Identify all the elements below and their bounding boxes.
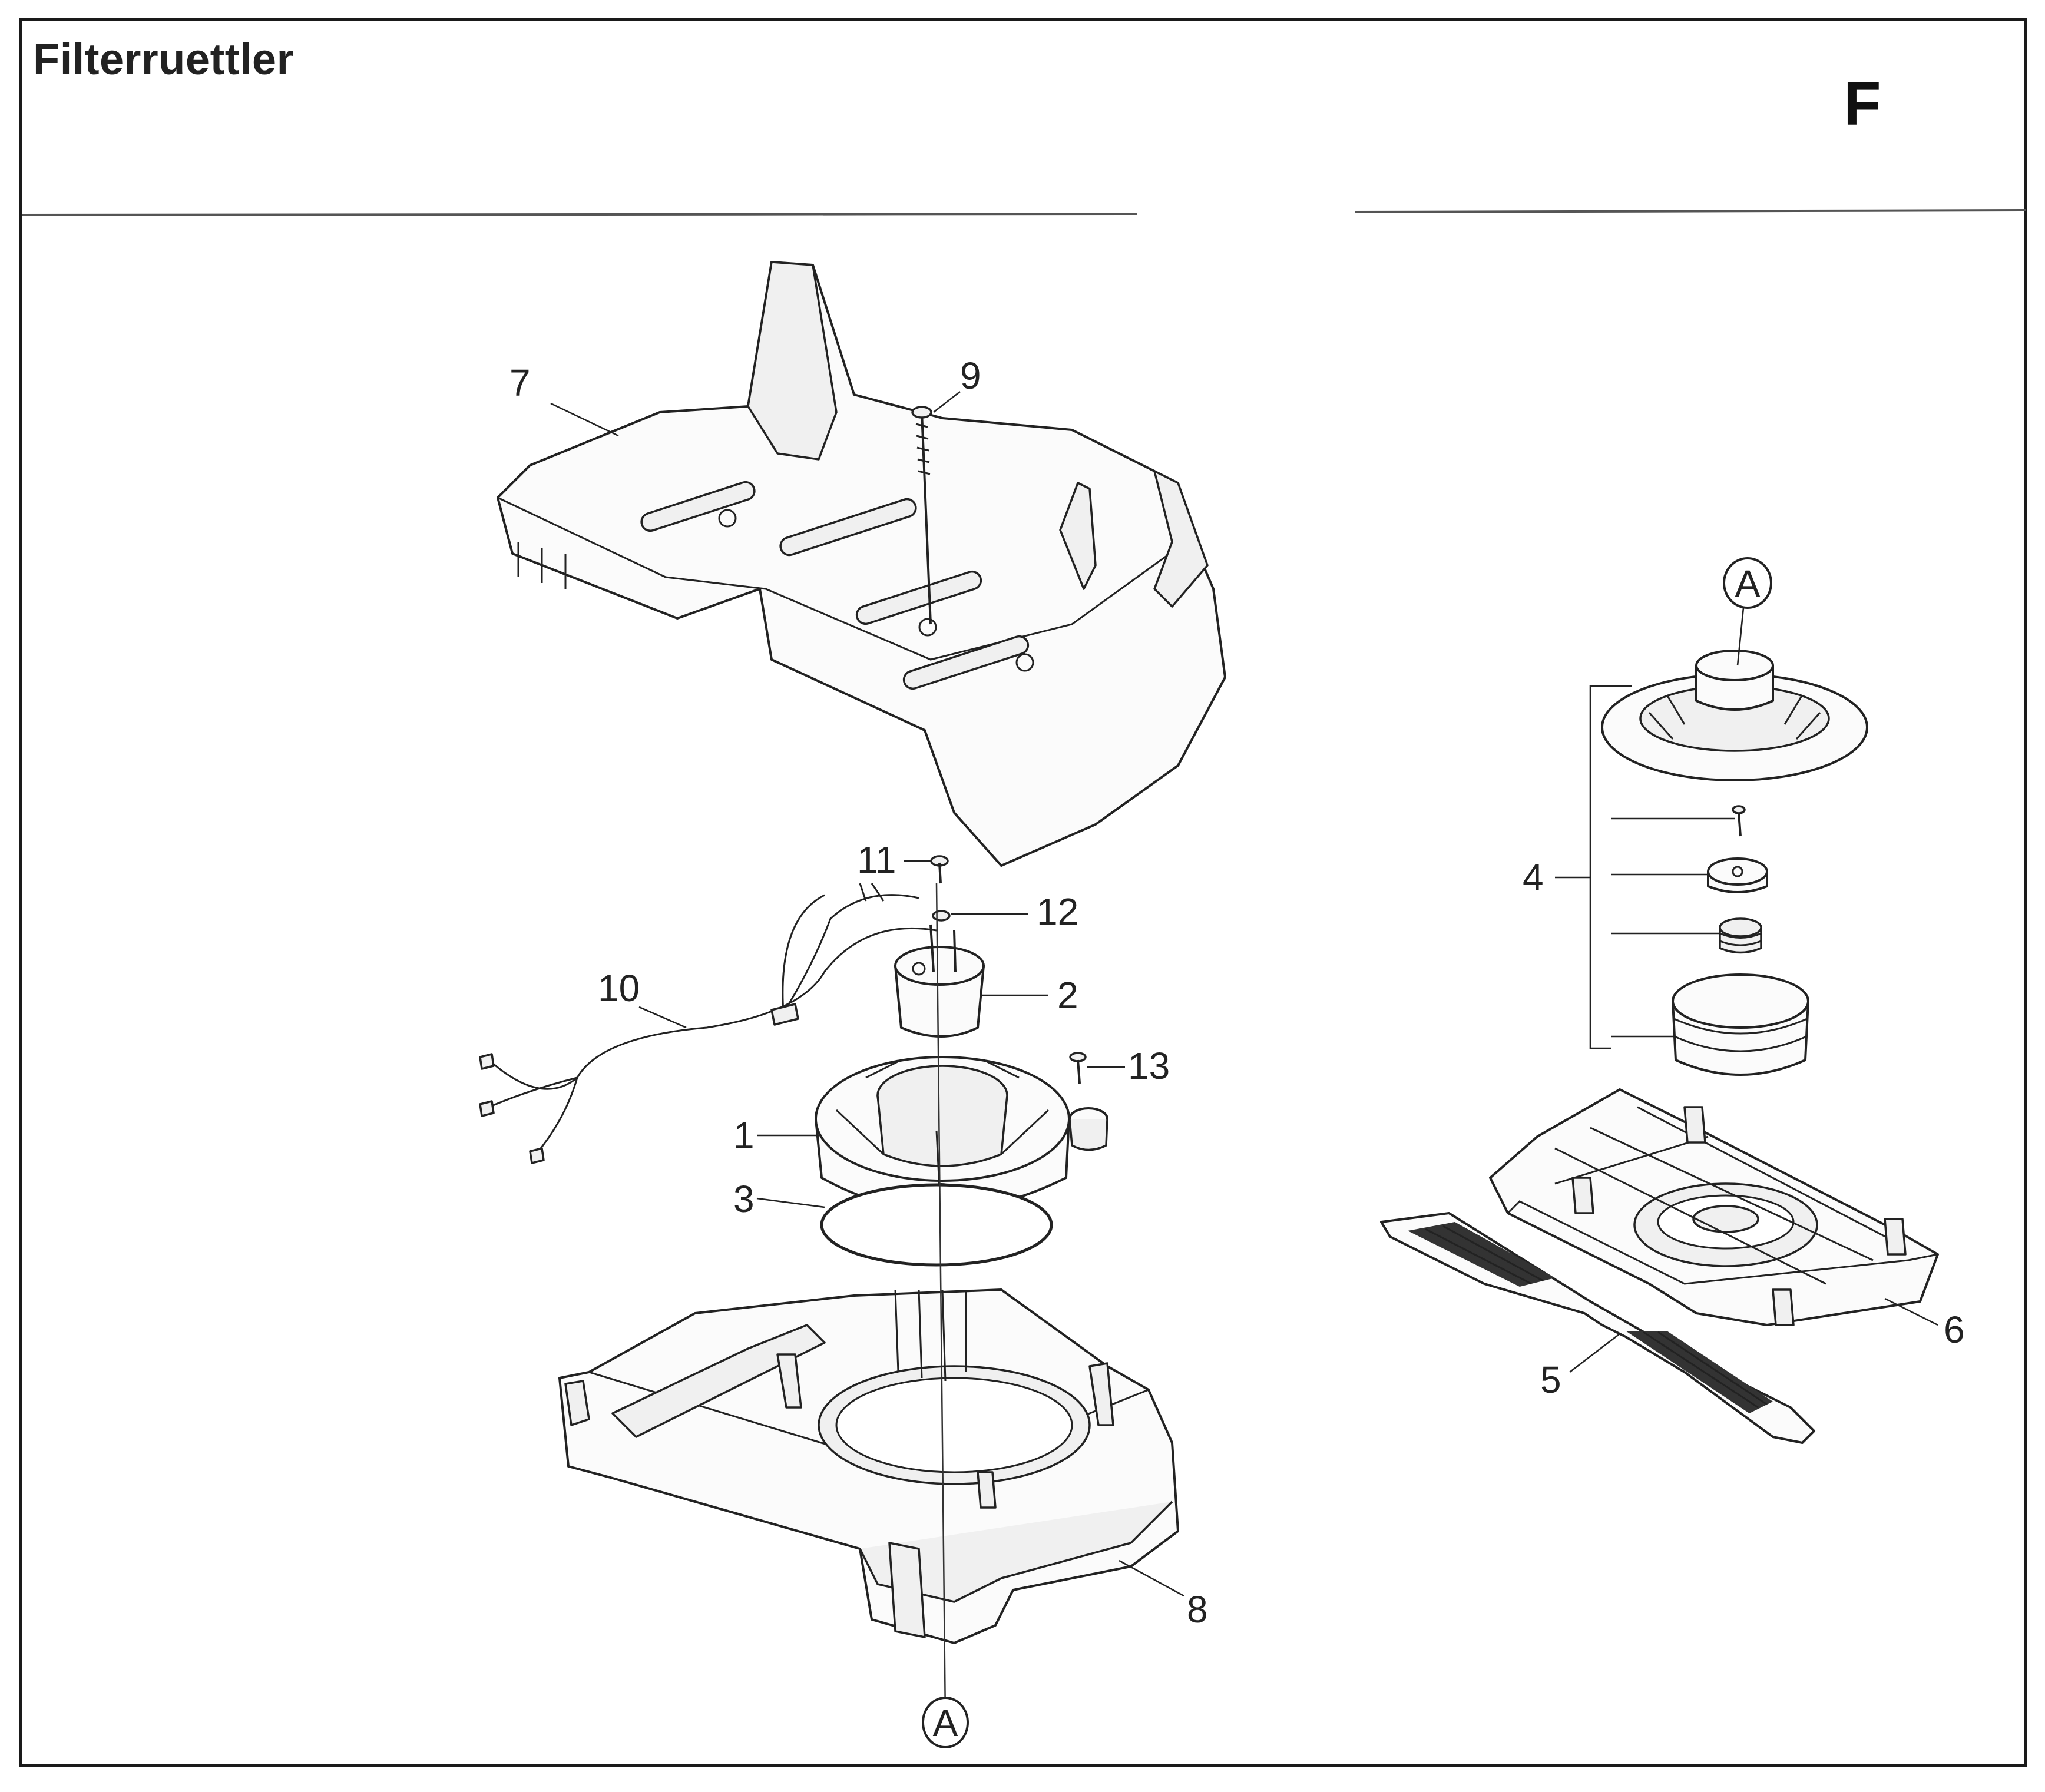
- callout-6: 6: [1884, 1297, 1965, 1351]
- callout-12: 12: [951, 890, 1078, 933]
- gasket-part-3: [820, 1183, 1053, 1267]
- svg-text:A: A: [933, 1702, 958, 1744]
- callout-7: 7: [509, 362, 619, 437]
- top-cover-part-7: [497, 261, 1226, 867]
- svg-text:7: 7: [509, 362, 531, 404]
- cable-harness-part-10: [479, 883, 937, 1164]
- filter-tray-part-6: [1489, 1088, 1939, 1326]
- svg-text:4: 4: [1523, 856, 1544, 899]
- callout-5: 5: [1540, 1333, 1620, 1401]
- callout-2: 2: [981, 974, 1078, 1016]
- reference-mark-a-top: A: [1723, 557, 1772, 666]
- section-letter: F: [1844, 70, 1881, 138]
- svg-text:6: 6: [1944, 1309, 1965, 1351]
- svg-text:13: 13: [1128, 1045, 1170, 1087]
- reference-mark-a-bottom: A: [922, 1697, 969, 1748]
- svg-text:A: A: [1735, 562, 1761, 605]
- long-screw-part-9: [911, 406, 932, 625]
- callout-10: 10: [598, 967, 687, 1029]
- svg-text:11: 11: [857, 839, 896, 881]
- callout-9: 9: [933, 355, 981, 413]
- callout-13: 13: [1087, 1045, 1170, 1087]
- callout-11: 11: [857, 839, 931, 881]
- small-screw-part-11: [930, 855, 949, 884]
- base-part-8: [558, 1288, 1179, 1644]
- screw-part-13: [1069, 1052, 1087, 1084]
- header-rule: [21, 209, 2027, 216]
- svg-text:10: 10: [598, 967, 640, 1009]
- svg-text:8: 8: [1187, 1588, 1208, 1631]
- callout-1: 1: [733, 1114, 819, 1157]
- svg-text:3: 3: [733, 1178, 755, 1220]
- assembly-axis-line: [935, 883, 947, 1720]
- vibrator-motor-part-2: [894, 924, 985, 1038]
- svg-text:1: 1: [733, 1114, 755, 1157]
- filter-grid-part-5: [1380, 1212, 1815, 1444]
- filter-stack-part-4: [1555, 650, 1868, 1076]
- callout-4: 4: [1523, 856, 1544, 899]
- page-title: Filterruettler: [33, 35, 294, 84]
- washer-part-12: [932, 910, 951, 922]
- svg-text:12: 12: [1037, 890, 1078, 933]
- callout-3: 3: [733, 1178, 825, 1220]
- svg-text:5: 5: [1540, 1359, 1561, 1401]
- svg-text:9: 9: [960, 355, 981, 397]
- svg-text:2: 2: [1057, 974, 1078, 1016]
- callout-8: 8: [1119, 1559, 1208, 1631]
